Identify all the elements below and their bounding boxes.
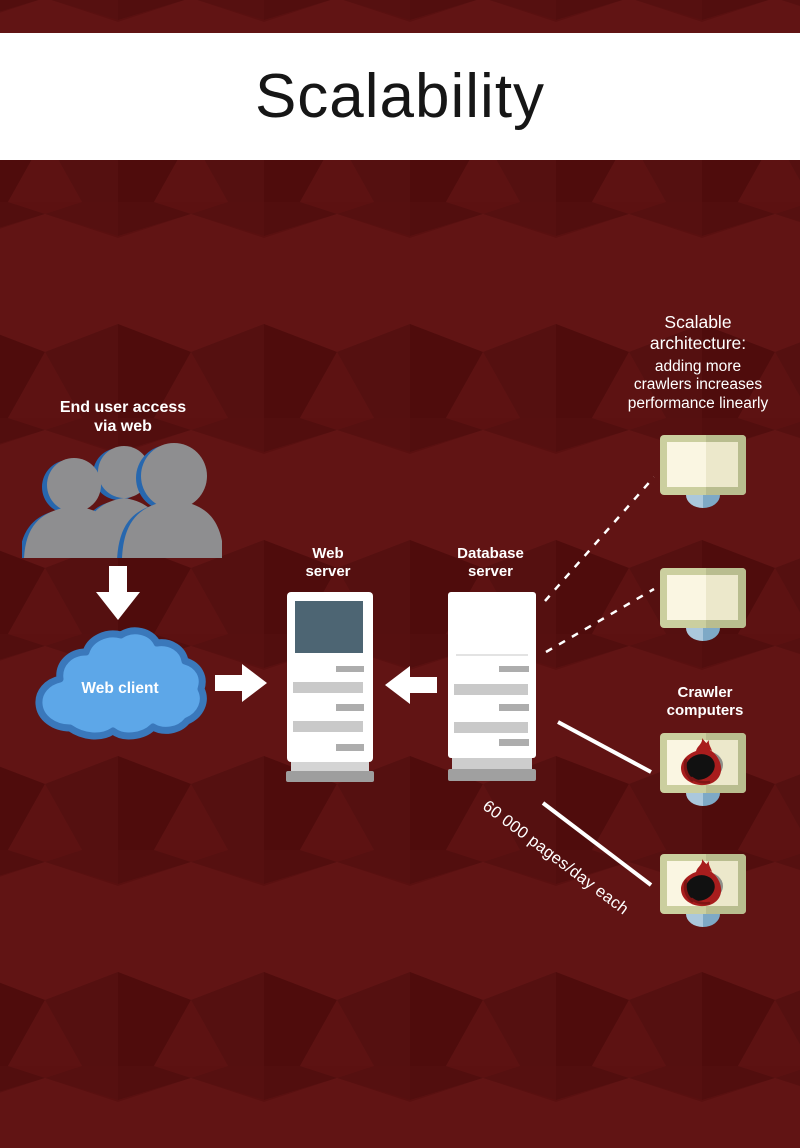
web-server-tower-icon bbox=[286, 592, 374, 782]
scalable-architecture-body: adding more crawlers increases performan… bbox=[627, 358, 769, 412]
cloud-icon bbox=[35, 627, 207, 740]
database-server-label: Database server bbox=[457, 545, 524, 580]
end-user-access-label: End user access via web bbox=[59, 399, 187, 435]
arrow-right-icon bbox=[215, 664, 267, 702]
title-band: Scalability bbox=[0, 33, 800, 160]
database-server-tower-icon bbox=[448, 592, 536, 781]
monitor-icon bbox=[660, 435, 746, 508]
page-title: Scalability bbox=[254, 62, 546, 131]
crawler-computers-label: Crawler computers bbox=[666, 684, 744, 719]
monitor-icon bbox=[660, 568, 746, 641]
users-silhouette-icon bbox=[22, 443, 222, 558]
scalable-architecture-heading: Scalable architecture: bbox=[649, 312, 747, 353]
web-server-label: Web server bbox=[305, 545, 351, 580]
monitor-flame-icon bbox=[660, 733, 746, 806]
arrow-left-icon bbox=[385, 666, 437, 704]
web-client-label: Web client bbox=[81, 680, 159, 697]
monitor-flame-icon bbox=[660, 854, 746, 927]
arrow-down-icon bbox=[96, 566, 140, 620]
